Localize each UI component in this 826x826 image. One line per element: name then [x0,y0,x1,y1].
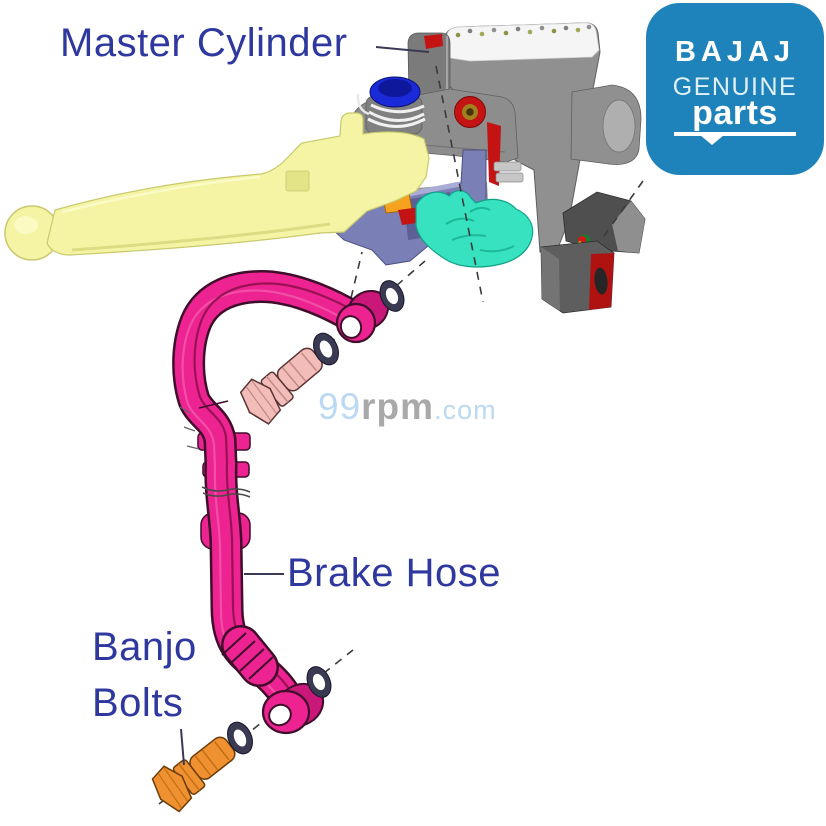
watermark-rpm: rpm [361,386,435,427]
mount-boss [570,84,642,165]
o-ring-washer [313,332,339,366]
brake-lever [4,112,430,261]
brake-light-switch [540,191,646,314]
label-banjo-line2: Bolts [92,681,184,725]
label-master-cylinder: Master Cylinder [60,21,348,65]
clip-tab [495,172,524,183]
hose-wrap-band [201,486,251,498]
lever-adjuster [285,170,310,192]
clamp-clip [415,190,534,268]
label-brake-hose: Brake Hose [287,551,501,595]
hose-bottom-fitting [261,682,325,735]
parts-text: parts [692,94,778,132]
o-ring-washer [306,666,332,698]
reservoir-cap [356,76,426,135]
clip-tab [493,161,522,172]
reservoir-body [442,22,642,253]
label-pointer-lines [180,46,430,766]
label-banjo-bolts: Banjo Bolts [92,626,197,738]
label-banjo-line1: Banjo [92,625,197,669]
banjo-bolt-bottom [151,736,236,813]
o-ring-washer [227,721,253,755]
brake-hose [172,270,390,735]
master-cylinder-assembly [4,22,646,314]
hose-collar [221,625,279,687]
cap-retainer-wire [367,103,426,128]
watermark-99: 99 [318,386,362,427]
banjo-port [454,96,486,128]
red-accent-top [424,34,443,49]
cap-rim-speckles [455,24,592,38]
underline-rule [674,132,796,145]
banjo-bolt-top [239,347,323,425]
bajaj-genuine-parts-badge: BAJAJ GENUINE parts [646,3,824,175]
reservoir-cap-rim [443,22,600,62]
watermark-99rpm: 99rpm.com [318,386,497,428]
hose-top-fitting [335,289,390,344]
watermark-dotcom: .com [434,395,497,425]
o-ring-washer [379,280,405,312]
down-chevron-icon [700,135,724,145]
pointer-banjo-bolts [180,728,185,766]
genuine-text: GENUINE [672,73,798,101]
pointer-master-cylinder [375,46,430,53]
assembly-guide-lines [158,65,644,805]
bajaj-logo-text: BAJAJ [674,36,796,68]
